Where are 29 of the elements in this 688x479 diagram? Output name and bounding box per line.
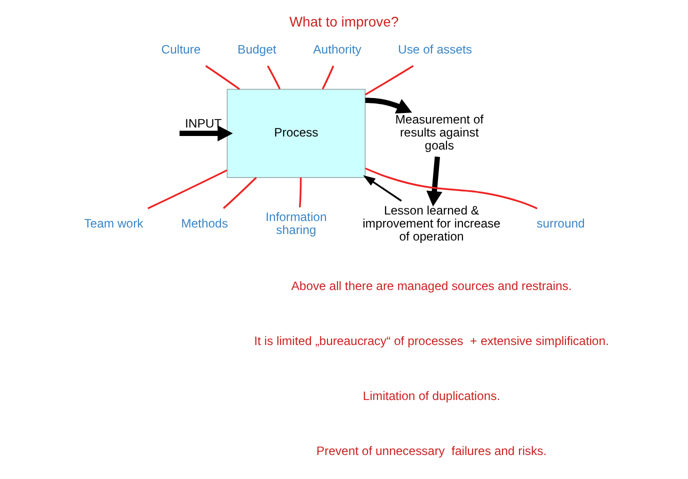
connector	[298, 178, 302, 208]
node-text: Culture	[161, 42, 201, 56]
connector	[205, 65, 240, 90]
node-text: Methods	[181, 216, 228, 230]
node-text: Authority	[313, 42, 362, 56]
node-text: Team work	[84, 216, 144, 230]
edge-label: INPUT	[185, 116, 222, 130]
node-box: Process	[226, 88, 366, 178]
diagram-title: What to improve?	[289, 13, 399, 30]
node-text: Budget	[238, 42, 276, 56]
label: It is limited „bureaucracy“ of processes + extensive simplification.	[254, 334, 609, 348]
connector	[222, 176, 257, 209]
arrow	[426, 156, 442, 206]
connector	[148, 169, 228, 210]
connector	[365, 168, 538, 210]
label: Prevent of unnecessary failures and risks.	[316, 444, 547, 458]
connector	[267, 65, 281, 90]
label: Limitation of duplications.	[362, 388, 500, 403]
arrow	[365, 98, 412, 114]
node-text: Lesson learned & improvement for increase of operation	[362, 203, 500, 244]
label: Above all there are managed sources and restrains.	[291, 278, 572, 293]
node-text: surround	[536, 216, 585, 230]
node-text: Measurement of results against goals	[395, 112, 484, 153]
arrow	[180, 125, 233, 142]
connector	[364, 65, 414, 96]
connector	[322, 66, 334, 90]
node-text: Use of assets	[398, 42, 472, 56]
arrow	[363, 175, 402, 202]
node-text: Information sharing	[266, 210, 327, 237]
